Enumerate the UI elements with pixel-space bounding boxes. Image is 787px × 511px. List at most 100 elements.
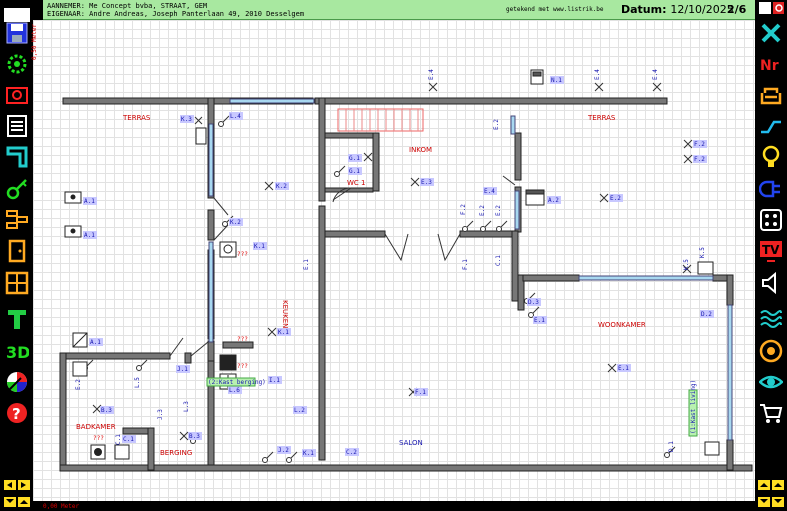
svg-text:A.1: A.1 bbox=[84, 232, 95, 239]
svg-text:A.1: A.1 bbox=[90, 339, 101, 346]
svg-text:E.1: E.1 bbox=[618, 365, 629, 372]
svg-text:K.2: K.2 bbox=[230, 219, 241, 226]
svg-text:J.2: J.2 bbox=[278, 447, 289, 454]
svg-text:G.1: G.1 bbox=[349, 168, 360, 175]
svg-text:D.3: D.3 bbox=[528, 299, 539, 306]
svg-text:L.6: L.6 bbox=[229, 387, 240, 394]
svg-text:E.4: E.4 bbox=[652, 69, 659, 80]
page-indicator[interactable]: 2/6 bbox=[727, 3, 747, 16]
scale-top-label: 0,50 Meter bbox=[31, 23, 38, 60]
save-icon[interactable] bbox=[4, 20, 30, 46]
svg-text:3D: 3D bbox=[6, 343, 29, 362]
kast-living-tag: (1:Kast living) bbox=[690, 380, 697, 434]
eye-icon[interactable] bbox=[758, 369, 784, 395]
svg-text:F.2: F.2 bbox=[694, 141, 705, 148]
svg-text:C.1: C.1 bbox=[123, 436, 134, 443]
scroll-up-icon[interactable] bbox=[758, 478, 784, 492]
help-icon[interactable]: ? bbox=[4, 400, 30, 426]
svg-text:F.1: F.1 bbox=[415, 389, 426, 396]
scroll-right-icon[interactable] bbox=[758, 495, 784, 509]
svg-text:Nr: Nr bbox=[760, 58, 779, 74]
date-field: Datum: 12/10/2025 bbox=[621, 3, 734, 16]
palette-icon[interactable] bbox=[4, 369, 30, 395]
svg-text:N.1: N.1 bbox=[551, 77, 562, 84]
stairs bbox=[337, 108, 424, 132]
svg-text:B.3: B.3 bbox=[189, 433, 200, 440]
svg-text:B.3: B.3 bbox=[101, 407, 112, 414]
svg-text:E.4: E.4 bbox=[484, 188, 495, 195]
camera-icon[interactable] bbox=[4, 82, 30, 108]
credit-text: getekend met www.listrik.be bbox=[506, 6, 604, 13]
speaker-icon[interactable] bbox=[758, 270, 784, 296]
floorplan-canvas[interactable]: TERRAS TERRAS INKOM WC 1 KEUKEN WOONKAME… bbox=[33, 20, 755, 501]
svg-text:E.3: E.3 bbox=[421, 179, 432, 186]
svg-text:I.1: I.1 bbox=[269, 377, 280, 384]
tools-icon[interactable] bbox=[758, 20, 784, 46]
svg-text:E.1: E.1 bbox=[303, 259, 310, 270]
scroll-left-icon[interactable] bbox=[4, 478, 30, 492]
svg-text:TV: TV bbox=[762, 243, 780, 257]
socket-icon[interactable] bbox=[758, 207, 784, 233]
svg-text:D.2: D.2 bbox=[701, 311, 712, 318]
text-icon[interactable] bbox=[4, 306, 30, 332]
svg-text:C.2: C.2 bbox=[346, 449, 357, 456]
svg-text:F.1: F.1 bbox=[462, 259, 469, 270]
light-symbols bbox=[92, 82, 693, 441]
wall-icon[interactable] bbox=[4, 144, 30, 170]
svg-text:C.1: C.1 bbox=[495, 255, 502, 266]
room-inkom: INKOM bbox=[409, 146, 432, 154]
svg-text:???: ??? bbox=[237, 363, 248, 370]
title-header: AANNEMER: Me Concept bvba, STRAAT, GEM E… bbox=[43, 0, 755, 20]
svg-text:K.5: K.5 bbox=[699, 247, 706, 258]
svg-text:E.2: E.2 bbox=[610, 195, 621, 202]
circuit-tags: K.3 L.4 K.2 K.2 K.1 K.1 G.1 G.1 E.3 E.4 … bbox=[83, 76, 714, 457]
unknown-markers: ??? ??? ??? ??? bbox=[93, 251, 248, 442]
svg-text:E.2: E.2 bbox=[495, 205, 502, 216]
line-icon[interactable] bbox=[758, 113, 784, 139]
owner-line: EIGENAAR: Andre Andreas, Joseph Panterla… bbox=[47, 10, 305, 18]
key-icon[interactable] bbox=[4, 176, 30, 202]
room-keuken: KEUKEN bbox=[281, 300, 289, 328]
svg-text:A.2: A.2 bbox=[548, 197, 559, 204]
top-left-button[interactable] bbox=[4, 2, 30, 28]
number-icon[interactable]: Nr bbox=[758, 51, 784, 77]
door-icon[interactable] bbox=[4, 238, 30, 264]
cart-icon[interactable] bbox=[758, 400, 784, 426]
room-salon: SALON bbox=[399, 439, 423, 447]
svg-text:K.5: K.5 bbox=[683, 259, 690, 270]
appliance-symbols bbox=[64, 69, 720, 460]
bulb-icon[interactable] bbox=[758, 144, 784, 170]
svg-text:E.1: E.1 bbox=[534, 317, 545, 324]
room-woonkamer: WOONKAMER bbox=[598, 321, 646, 329]
svg-text:?: ? bbox=[12, 405, 21, 423]
svg-text:E.2: E.2 bbox=[75, 379, 82, 390]
scroll-down-icon[interactable] bbox=[4, 495, 30, 509]
document-icon[interactable] bbox=[4, 113, 30, 139]
sofa-icon[interactable] bbox=[758, 82, 784, 108]
tv-icon[interactable]: TV bbox=[758, 238, 784, 264]
svg-text:A.1: A.1 bbox=[84, 198, 95, 205]
svg-text:E.4: E.4 bbox=[594, 69, 601, 80]
heater-icon[interactable] bbox=[758, 306, 784, 332]
svg-text:F.2: F.2 bbox=[460, 204, 467, 215]
svg-text:K.1: K.1 bbox=[303, 450, 314, 457]
settings-icon[interactable] bbox=[4, 51, 30, 77]
3d-icon[interactable]: 3D bbox=[4, 338, 30, 364]
svg-text:G.1: G.1 bbox=[349, 155, 360, 162]
svg-text:L.5: L.5 bbox=[134, 377, 141, 388]
room-terras-left: TERRAS bbox=[122, 114, 151, 122]
doors bbox=[169, 175, 516, 357]
window-icon[interactable] bbox=[4, 270, 30, 296]
kast-berging-tag: (2:Kast berging) bbox=[208, 379, 266, 386]
window-controls[interactable] bbox=[758, 1, 784, 15]
disc-icon[interactable] bbox=[758, 338, 784, 364]
windows bbox=[208, 98, 733, 441]
svg-text:E.2: E.2 bbox=[479, 205, 486, 216]
contractor-line: AANNEMER: Me Concept bvba, STRAAT, GEM bbox=[47, 2, 208, 10]
left-toolbar: 3D ? bbox=[0, 0, 33, 511]
svg-text:K.2: K.2 bbox=[276, 183, 287, 190]
bricks-icon[interactable] bbox=[4, 207, 30, 233]
plug-icon[interactable] bbox=[758, 176, 784, 202]
svg-text:J.3: J.3 bbox=[157, 409, 164, 420]
svg-text:J.1: J.1 bbox=[177, 366, 188, 373]
